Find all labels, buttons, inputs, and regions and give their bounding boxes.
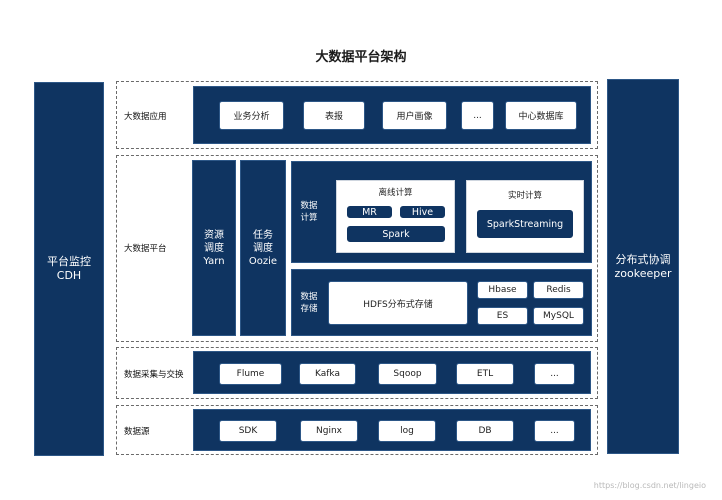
source-item-nginx: Nginx: [300, 420, 358, 442]
resource-label-line2: 调度: [204, 242, 224, 254]
collection-item-kafka: Kafka: [299, 363, 356, 385]
source-item-log: log: [378, 420, 436, 442]
task-label-tool: Oozie: [248, 255, 278, 267]
task-scheduling-oozie: 任务 调度 Oozie: [240, 160, 286, 336]
platform-monitor-tool: CDH: [56, 269, 82, 282]
storage-item-redis: Redis: [533, 281, 584, 299]
compute-item-mr: MR: [346, 205, 393, 219]
source-layer: [116, 405, 598, 455]
data-storage-label-line1: 数据: [300, 292, 318, 302]
collection-layer: [116, 347, 598, 399]
offline-compute-title: 离线计算: [378, 188, 413, 198]
platform-monitor-label: 平台监控: [47, 255, 91, 268]
realtime-compute-title: 实时计算: [507, 191, 542, 201]
storage-item-hbase: Hbase: [477, 281, 528, 299]
collection-item-sqoop: Sqoop: [378, 363, 437, 385]
compute-item-hive: Hive: [399, 205, 446, 219]
platform-layer-label: 大数据平台: [124, 244, 167, 254]
application-layer: [116, 81, 598, 149]
storage-item-es: ES: [477, 307, 528, 325]
collection-layer-label: 数据采集与交换: [124, 370, 184, 380]
collection-item-etl: ETL: [456, 363, 514, 385]
compute-item-sparkstreaming: SparkStreaming: [476, 209, 574, 239]
platform-monitor-panel: 平台监控 CDH: [34, 82, 104, 456]
data-storage-label: 数据 存储: [297, 291, 321, 315]
app-item-user-profile: 用户画像: [382, 101, 447, 130]
app-item-more: ...: [461, 101, 494, 130]
storage-item-hdfs: HDFS分布式存储: [328, 281, 468, 325]
resource-label-tool: Yarn: [203, 255, 225, 267]
task-label-line1: 任务: [253, 229, 273, 241]
data-compute-label: 数据 计算: [297, 200, 321, 224]
source-item-db: DB: [456, 420, 514, 442]
collection-item-flume: Flume: [219, 363, 282, 385]
compute-item-spark: Spark: [346, 225, 446, 243]
source-item-sdk: SDK: [219, 420, 277, 442]
watermark: https://blog.csdn.net/lingeio: [593, 481, 706, 490]
source-layer-label: 数据源: [124, 427, 150, 437]
data-compute-label-line1: 数据: [300, 201, 318, 211]
task-label-line2: 调度: [253, 242, 273, 254]
app-item-report: 表报: [303, 101, 365, 130]
data-storage-label-line2: 存储: [300, 304, 318, 314]
app-item-business-analysis: 业务分析: [219, 101, 284, 130]
collection-item-more: ...: [534, 363, 575, 385]
source-item-more: ...: [534, 420, 575, 442]
distributed-coordination-label: 分布式协调: [615, 252, 671, 266]
resource-label-line1: 资源: [204, 229, 224, 241]
app-item-central-database: 中心数据库: [505, 101, 577, 130]
distributed-coordination-tool: zookeeper: [614, 266, 672, 280]
page-title: 大数据平台架构: [315, 50, 407, 65]
data-compute-label-line2: 计算: [300, 213, 318, 223]
resource-scheduling-yarn: 资源 调度 Yarn: [192, 160, 236, 336]
application-layer-label: 大数据应用: [124, 112, 167, 122]
platform-layer: [116, 155, 598, 342]
distributed-coordination-panel: 分布式协调 zookeeper: [607, 79, 679, 454]
storage-item-mysql: MySQL: [533, 307, 584, 325]
